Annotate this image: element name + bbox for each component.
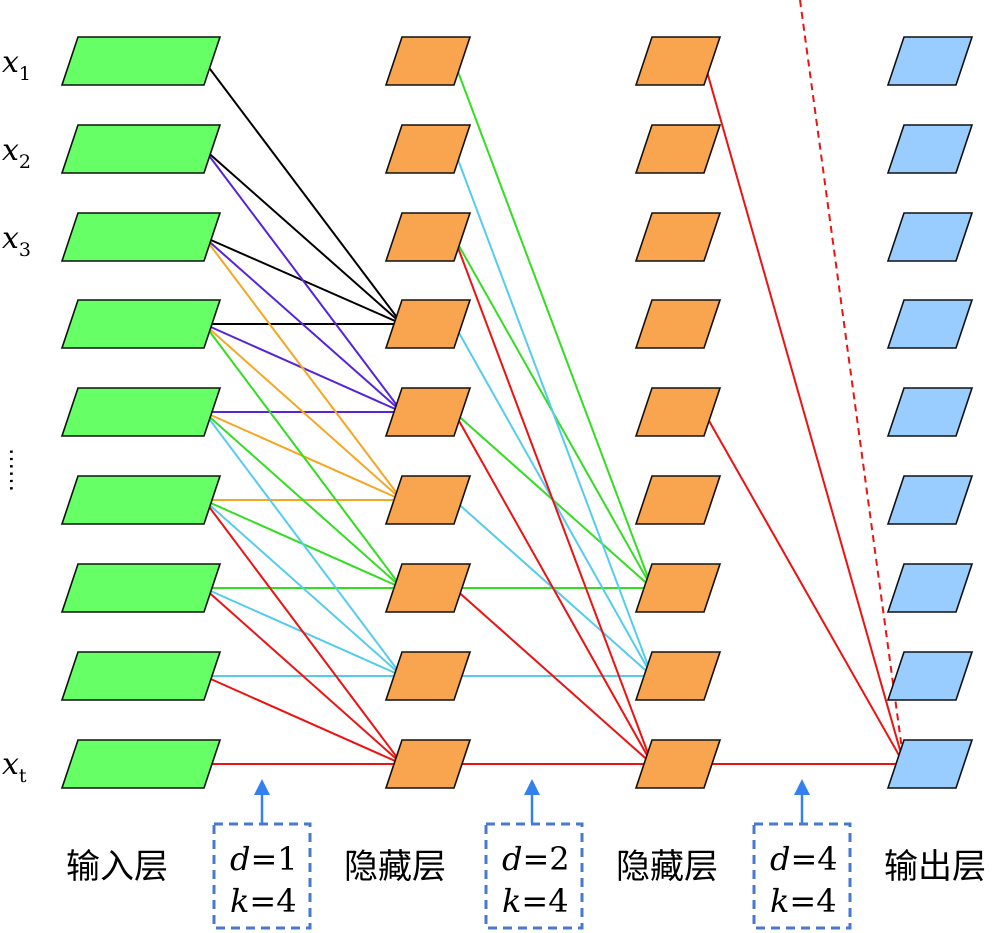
edge-hidden2-output-dashed [799, 0, 905, 765]
edge-input-hidden1 [203, 499, 403, 765]
edge-input-hidden1 [203, 60, 403, 325]
hidden2-node [634, 299, 722, 349]
param-box-3 [752, 822, 852, 930]
edge-hidden1-hidden2 [453, 60, 653, 589]
input-node [60, 299, 222, 349]
edge-input-hidden1 [203, 323, 403, 501]
param-d-1: d=1 [230, 840, 298, 878]
output-node [886, 475, 974, 525]
edge-input-hidden1 [203, 411, 403, 589]
input-node [60, 212, 222, 262]
edge-input-hidden1 [203, 148, 403, 413]
input-label-xt: xt [2, 747, 27, 787]
edge-input-hidden1 [203, 411, 403, 677]
input-node [60, 739, 222, 789]
edge-input-hidden1 [203, 675, 403, 765]
hidden1-node [384, 475, 472, 525]
output-node [886, 651, 974, 701]
param-box-1 [212, 822, 312, 930]
hidden2-node [634, 563, 722, 613]
input-node [60, 387, 222, 437]
param-arrow-1 [254, 779, 270, 823]
edge-hidden2-output [703, 411, 905, 765]
output-node [886, 299, 974, 349]
input-node [60, 563, 222, 613]
edge-input-hidden1 [203, 323, 403, 589]
output-node [886, 387, 974, 437]
hidden2-node [634, 739, 722, 789]
edge-input-hidden1 [203, 236, 403, 501]
input-label-x3: x3 [2, 221, 31, 261]
layer-label-output: 输出层 [884, 847, 986, 887]
node-layers [60, 36, 974, 789]
param-k-2: k=4 [502, 882, 569, 920]
hidden2-node [634, 475, 722, 525]
param-arrow-3 [794, 779, 810, 823]
hidden2-node [634, 212, 722, 262]
edge-input-hidden1 [203, 236, 403, 413]
param-k-3: k=4 [770, 882, 837, 920]
edge-hidden1-hidden2 [453, 411, 653, 765]
input-node [60, 36, 222, 86]
input-label-x1: x1 [2, 45, 31, 85]
hidden1-node [384, 36, 472, 86]
output-node [886, 124, 974, 174]
output-node [886, 739, 974, 789]
vertical-ellipsis: …… [4, 448, 29, 492]
output-node [886, 212, 974, 262]
layer-label-hidden-1: 隐藏层 [344, 847, 446, 887]
edge-input-hidden1 [203, 499, 403, 677]
param-k-1: k=4 [230, 882, 297, 920]
param-box-2 [484, 822, 584, 930]
output-node [886, 36, 974, 86]
input-node [60, 651, 222, 701]
edge-hidden2-output [703, 60, 905, 765]
param-d-3: d=4 [770, 840, 838, 878]
input-node [60, 124, 222, 174]
hidden2-node [634, 651, 722, 701]
connection-lines [203, 0, 905, 765]
hidden1-node [384, 299, 472, 349]
hidden2-node [634, 124, 722, 174]
hidden2-node [634, 36, 722, 86]
input-label-x2: x2 [2, 133, 31, 173]
edge-hidden1-hidden2 [453, 148, 653, 677]
param-arrow-2 [524, 779, 540, 823]
hidden2-node [634, 387, 722, 437]
edge-hidden1-hidden2 [453, 587, 653, 765]
hidden1-node [384, 212, 472, 262]
hidden1-node [384, 387, 472, 437]
hidden1-node [384, 739, 472, 789]
output-node [886, 563, 974, 613]
hidden1-node [384, 651, 472, 701]
hidden1-node [384, 563, 472, 613]
edge-input-hidden1 [203, 148, 403, 325]
layer-label-hidden-2: 隐藏层 [616, 847, 718, 887]
param-d-2: d=2 [502, 840, 570, 878]
edge-hidden1-hidden2 [453, 236, 653, 765]
input-node [60, 475, 222, 525]
edge-input-hidden1 [203, 587, 403, 765]
layer-label-input: 输入层 [66, 847, 168, 887]
hidden1-node [384, 124, 472, 174]
